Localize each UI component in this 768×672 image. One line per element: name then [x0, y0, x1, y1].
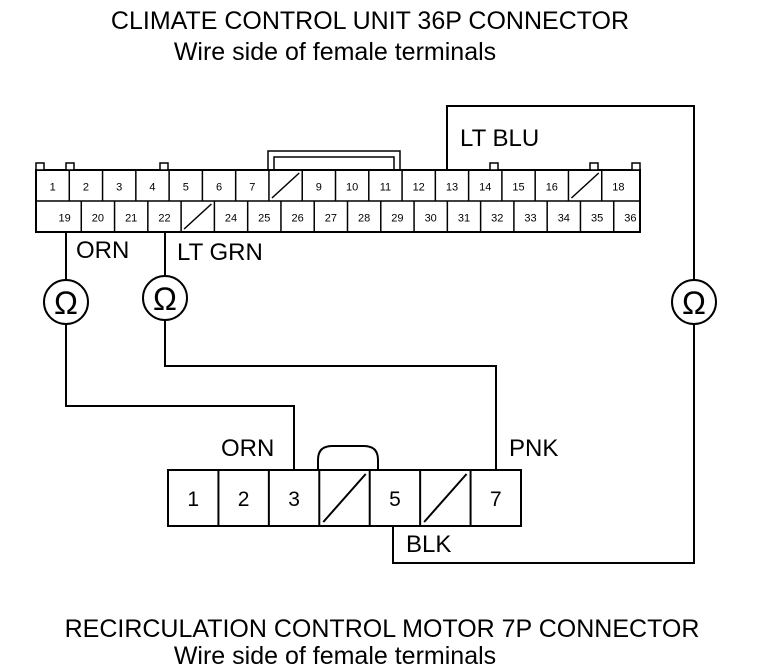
pin-label: 29	[391, 213, 403, 225]
pin-label: 5	[183, 182, 189, 194]
pin-label: 3	[116, 182, 122, 194]
pin-label: 35	[591, 213, 603, 225]
ohmmeter-1-circle	[43, 279, 89, 325]
pin-label: 31	[458, 213, 470, 225]
pin-label: 4	[149, 182, 155, 194]
connector-notch	[589, 162, 599, 171]
pin-label: 33	[524, 213, 536, 225]
pin-label: 1	[50, 182, 56, 194]
top-connector-title: CLIMATE CONTROL UNIT 36P CONNECTOR	[111, 7, 629, 35]
connector-notch	[159, 162, 169, 171]
pin-label: 20	[92, 213, 104, 225]
empty-cell-slash	[423, 473, 468, 523]
pin-label: 2	[83, 182, 89, 194]
wire-lt-grn	[164, 232, 497, 470]
connector-36p-notches	[35, 162, 641, 171]
pin-label: 7	[249, 182, 255, 194]
ohmmeter-2-circle	[142, 275, 188, 321]
ohm-icon: Ω	[153, 281, 177, 317]
label-orn-bottom: ORN	[221, 435, 274, 462]
pin-label: 30	[425, 213, 437, 225]
wire-lt-blu	[446, 105, 695, 280]
ohmmeter-3: Ω	[671, 279, 717, 325]
connector-notch	[35, 162, 45, 171]
connector-7p: 1 2 3 5 7	[167, 445, 522, 527]
connector-7p-cells: 1 2 3 5 7	[187, 470, 502, 526]
top-connector-subtitle: Wire side of female terminals	[174, 38, 496, 66]
pin-label: 10	[346, 182, 358, 194]
bottom-connector-subtitle: Wire side of female terminals	[174, 642, 496, 670]
pin-label: 12	[413, 182, 425, 194]
wire-orn	[65, 232, 295, 470]
pin-label: 9	[316, 182, 322, 194]
pin-label: 7	[490, 488, 502, 511]
connector-notch	[65, 162, 75, 171]
label-lt-grn: LT GRN	[177, 239, 263, 266]
pin-label: 1	[187, 488, 199, 511]
pin-label: 15	[512, 182, 524, 194]
pin-label: 25	[258, 213, 270, 225]
pin-label: 13	[446, 182, 458, 194]
pin-label: 26	[291, 213, 303, 225]
pin-label: 28	[358, 213, 370, 225]
connector-notch	[489, 162, 499, 171]
label-blk: BLK	[406, 531, 451, 558]
ohm-icon: Ω	[682, 285, 706, 321]
pin-label: 11	[380, 182, 391, 194]
pin-label: 18	[612, 182, 624, 194]
pin-label: 5	[389, 488, 401, 511]
label-pnk: PNK	[509, 435, 558, 462]
pin-label: 22	[158, 213, 170, 225]
pin-label: 19	[59, 213, 71, 225]
empty-cell-slash	[570, 172, 600, 199]
pin-label: 21	[125, 213, 137, 225]
pin-label: 14	[479, 182, 491, 194]
ohmmeter-3-circle	[671, 279, 717, 325]
pin-label: 2	[238, 488, 250, 511]
connector-36p-row-2: 19 20 21 22 24 25 26 27 28 29 30 31 32 33 34 35 36	[59, 201, 636, 232]
label-lt-blu: LT BLU	[460, 125, 539, 152]
connector-7p-lock-tab	[317, 445, 379, 471]
empty-cell-slash	[322, 473, 367, 523]
wire-return-blk	[392, 324, 695, 564]
label-orn-top: ORN	[76, 237, 129, 264]
pin-label: 32	[491, 213, 503, 225]
ohmmeter-1: Ω	[43, 279, 89, 325]
pin-label: 27	[325, 213, 337, 225]
empty-cell-slash	[271, 172, 300, 199]
empty-cell-slash	[183, 203, 212, 230]
pin-label: 34	[558, 213, 570, 225]
connector-36p-lock-tab	[267, 150, 401, 170]
pin-label: 6	[216, 182, 222, 194]
pin-label: 3	[288, 488, 300, 511]
pin-label: 36	[624, 213, 636, 225]
bottom-connector-title: RECIRCULATION CONTROL MOTOR 7P CONNECTOR	[65, 615, 700, 643]
ohmmeter-2: Ω	[142, 275, 188, 321]
ohm-icon: Ω	[54, 285, 78, 321]
connector-notch	[631, 162, 641, 171]
pin-label: 24	[225, 213, 237, 225]
pin-label: 16	[546, 182, 558, 194]
